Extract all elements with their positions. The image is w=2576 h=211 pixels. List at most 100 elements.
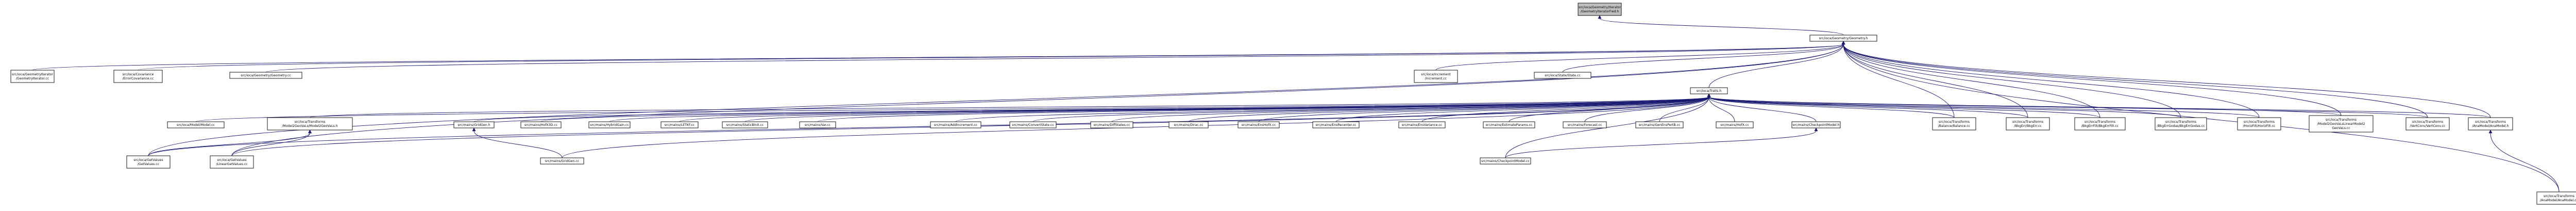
edge-line xyxy=(1843,44,2100,118)
node-box xyxy=(540,157,584,165)
node-label: src/mains/GridGen.cc xyxy=(545,159,580,163)
node-label: src/ioca/Traits.h xyxy=(1697,89,1721,93)
node-label: src/ioca/Transforms xyxy=(2244,120,2275,124)
node-box xyxy=(1414,70,1458,83)
file-node[interactable]: src/mains/StaticBInit.cc xyxy=(722,121,768,128)
node-box xyxy=(1238,121,1280,128)
edge-line xyxy=(1708,96,1817,122)
node-box xyxy=(210,155,254,169)
file-node[interactable]: src/mains/GridGen.h xyxy=(453,121,495,128)
node-box xyxy=(1578,3,1622,16)
node-box xyxy=(588,121,631,128)
file-node[interactable]: src/ioca/Transforms/Model2GeoVaLs/Model2… xyxy=(267,117,353,131)
node-box xyxy=(1534,72,1591,79)
file-node[interactable]: src/mains/GenEnsPertB.cc xyxy=(1635,121,1684,128)
file-node[interactable]: src/ioca/Transforms/AnaModel/AnaModel.cc xyxy=(2536,191,2576,205)
include-edge xyxy=(1562,41,1845,73)
include-edge xyxy=(1841,41,2560,192)
include-edge xyxy=(1598,15,1844,36)
edge-line xyxy=(310,96,1709,118)
node-label: /LinearGetValues.cc xyxy=(216,163,248,166)
file-node[interactable]: src/ioca/Transforms/Model2GeoVaLsLinearM… xyxy=(2309,115,2374,133)
file-node[interactable]: src/ioca/Transforms/VertConv/VertConv.cc xyxy=(2405,117,2450,131)
edge-line xyxy=(195,96,1709,122)
file-node[interactable]: src/mains/EnsHofX.cc xyxy=(1238,121,1280,128)
file-node[interactable]: src/mains/Var.cc xyxy=(799,121,836,128)
file-node[interactable]: src/mains/Forecast.cc xyxy=(1563,121,1607,128)
node-box xyxy=(1312,121,1360,128)
arrow-head xyxy=(472,127,476,132)
edge-line xyxy=(1708,44,1844,88)
node-label: /VertConv/VertConv.cc xyxy=(2410,124,2446,128)
file-node[interactable]: src/mains/AddIncrement.cc xyxy=(930,121,981,128)
node-label: src/mains/Forecast.cc xyxy=(1568,123,1602,127)
file-node[interactable]: src/ioca/Geometry/Geometry.cc xyxy=(229,72,302,79)
node-label: src/ioca/Model/Model.cc xyxy=(177,123,215,127)
edge-line xyxy=(148,96,1709,156)
node-label: /BkgErrGodas/BkgErrGodas.cc xyxy=(2157,124,2205,128)
file-node[interactable]: src/mains/EstimateParams.cc xyxy=(1483,121,1535,128)
include-edge xyxy=(1707,93,2428,118)
node-label: src/mains/HofX.cc xyxy=(1720,123,1749,127)
file-node[interactable]: src/ioca/Transforms/BkgErrGodas/BkgErrGo… xyxy=(2155,117,2207,131)
edge-line xyxy=(1111,96,1709,122)
edge-line xyxy=(1505,96,1709,158)
file-node[interactable]: src/ioca/GetValues/GetValues.cc xyxy=(126,155,171,169)
file-node[interactable]: src/mains/GridGen.cc xyxy=(540,157,584,165)
node-label: src/mains/EnsVariance.cc xyxy=(1402,123,1443,127)
node-label: src/ioca/Transforms xyxy=(2412,120,2443,124)
edge-line xyxy=(1708,96,2028,118)
node-label: src/mains/ConvertState.cc xyxy=(1012,123,1054,127)
file-node[interactable]: src/mains/LETKF.cc xyxy=(660,121,699,128)
file-node[interactable]: src/ioca/Transforms/BkgErrFilt/BkgErrFil… xyxy=(2074,117,2126,131)
file-node[interactable]: src/mains/HofX3D.cc xyxy=(520,121,562,128)
file-node[interactable]: src/mains/CheckpointModel.cc xyxy=(1480,157,1531,165)
file-node[interactable]: src/mains/EnsVariance.cc xyxy=(1398,121,1446,128)
file-node[interactable]: src/mains/EnsRecenter.cc xyxy=(1312,121,1360,128)
file-node[interactable]: src/ioca/Transforms/HorizFilt/HorizFilt.… xyxy=(2237,117,2281,131)
node-box xyxy=(10,70,55,83)
include-edge xyxy=(1707,93,1817,122)
node-label: src/mains/Var.cc xyxy=(805,123,831,127)
file-node[interactable]: src/ioca/Transforms/Balance/Balance.cc xyxy=(1932,117,1976,131)
node-label: /BkgErr/BkgErr.cc xyxy=(2014,124,2042,128)
file-node[interactable]: src/ioca/Model/Model.cc xyxy=(167,121,225,128)
node-label: src/mains/HybridGain.cc xyxy=(590,123,629,127)
file-node[interactable]: src/mains/Dirac.cc xyxy=(1168,121,1209,128)
node-label: src/mains/EnsHofX.cc xyxy=(1242,123,1276,127)
edge-line xyxy=(562,96,1709,158)
edge-line xyxy=(138,44,1844,71)
node-box xyxy=(126,155,171,169)
arrow-head xyxy=(1707,93,1711,98)
file-node[interactable]: src/ioca/Increment/Increment.cc xyxy=(1414,70,1458,83)
edge-line xyxy=(1584,96,1709,122)
node-label: /Increment.cc xyxy=(1425,77,1447,80)
node-box xyxy=(722,121,768,128)
file-node[interactable]: src/ioca/Transforms/AnaModel/AnaModel.h xyxy=(2468,117,2513,131)
file-node[interactable]: src/ioca/Transforms/BkgErr/BkgErr.cc xyxy=(2006,117,2050,131)
node-box xyxy=(1690,87,1728,94)
edge-line xyxy=(1708,96,2428,118)
node-box xyxy=(2155,117,2207,131)
file-node[interactable]: src/ioca/GeometryIterator/GeometryIterat… xyxy=(10,70,55,83)
file-node[interactable]: src/ioca/State/State.cc xyxy=(1534,72,1591,79)
file-node[interactable]: src/mains/DiffStates.cc xyxy=(1090,121,1133,128)
node-label: src/mains/CheckpointModel.h xyxy=(1792,123,1839,127)
file-node[interactable]: src/ioca/Geometry/Geometry.h xyxy=(1809,35,1877,42)
file-node[interactable]: src/mains/ConvertState.cc xyxy=(1009,121,1057,128)
file-node[interactable]: src/ioca/Geometry/Iterator/GeometryItera… xyxy=(1578,3,1622,16)
file-node[interactable]: src/ioca/Traits.h xyxy=(1690,87,1728,94)
node-box xyxy=(1791,121,1841,128)
node-box xyxy=(1635,121,1684,128)
file-node[interactable]: src/ioca/GetValues/LinearGetValues.cc xyxy=(210,155,254,169)
file-node[interactable]: src/mains/HybridGain.cc xyxy=(588,121,631,128)
file-node[interactable]: src/ioca/Covariance/ErrorCovariance.cc xyxy=(113,70,163,83)
node-label: src/ioca/State/State.cc xyxy=(1545,74,1581,77)
node-label: /Model2GeoVaLsLinearModel2 xyxy=(2317,122,2365,126)
file-node[interactable]: src/mains/CheckpointModel.h xyxy=(1791,121,1841,128)
edge-line xyxy=(1708,96,2100,118)
node-label: src/ioca/Geometry/Geometry.h xyxy=(1819,37,1868,40)
edge-line xyxy=(1708,96,2491,118)
edge-line xyxy=(265,44,1844,73)
file-node[interactable]: src/mains/HofX.cc xyxy=(1716,121,1754,128)
